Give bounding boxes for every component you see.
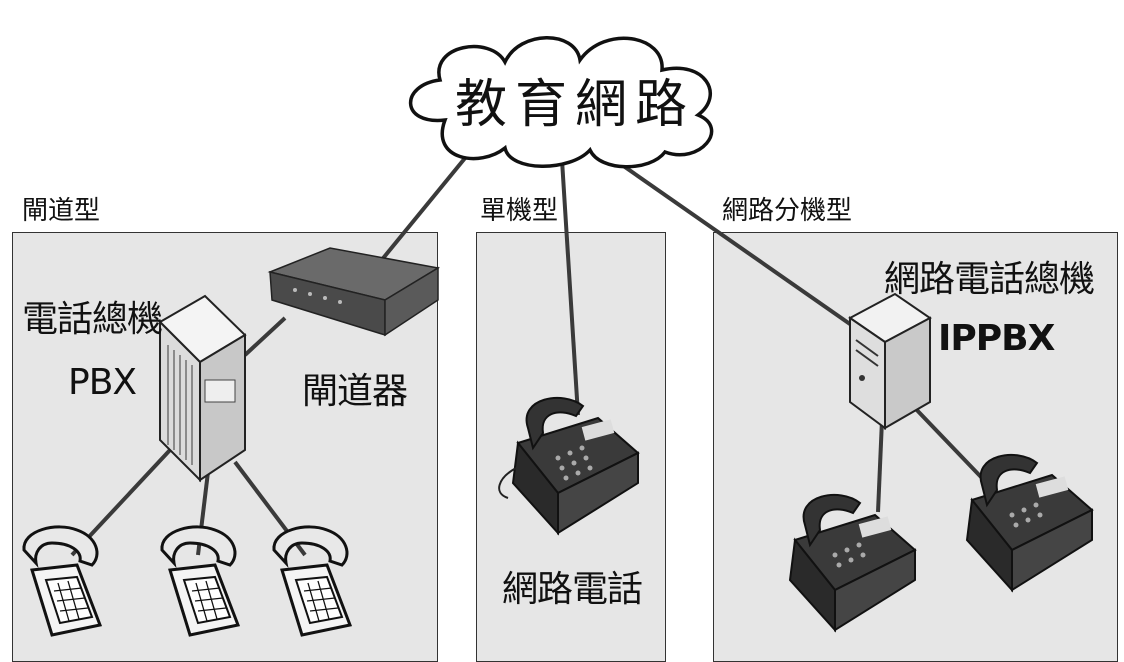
analog-phone-icon bbox=[272, 525, 353, 637]
link-cloud-ippbx bbox=[610, 156, 872, 340]
gateway-device-label: 閘道器 bbox=[302, 371, 408, 412]
zone-title-network: 網路分機型 bbox=[722, 196, 853, 226]
pbx-tower-icon bbox=[158, 294, 247, 483]
ip-phone-icon bbox=[965, 453, 1094, 593]
link-ippbx-phone-1 bbox=[876, 419, 884, 513]
gateway-device-icon bbox=[267, 247, 441, 337]
analog-phone-icon bbox=[22, 525, 103, 637]
link-ippbx-phone-2 bbox=[910, 403, 984, 480]
ip-phone-icon bbox=[788, 493, 917, 633]
link-cloud-gateway bbox=[378, 150, 472, 264]
connection-lines bbox=[70, 150, 984, 557]
zone-title-gateway: 閘道型 bbox=[22, 196, 101, 226]
ippbx-server-icon bbox=[848, 292, 932, 430]
link-cloud-ipphone bbox=[560, 159, 580, 416]
ippbx-label-line2: IPPBX bbox=[938, 318, 1055, 359]
ippbx-label-line1: 網路電話總機 bbox=[884, 259, 1095, 300]
cloud-icon bbox=[408, 36, 714, 169]
cloud-label: 教育網路 bbox=[455, 75, 696, 135]
ip-phone-label: 網路電話 bbox=[502, 569, 643, 610]
pbx-label-line1: 電話總機 bbox=[22, 299, 163, 340]
zone-title-standalone: 單機型 bbox=[480, 196, 559, 226]
pbx-label-line2: PBX bbox=[68, 362, 137, 403]
analog-phone-icon bbox=[160, 525, 241, 637]
ip-phone-icon bbox=[498, 396, 640, 536]
link-pbx-gateway bbox=[243, 316, 287, 357]
